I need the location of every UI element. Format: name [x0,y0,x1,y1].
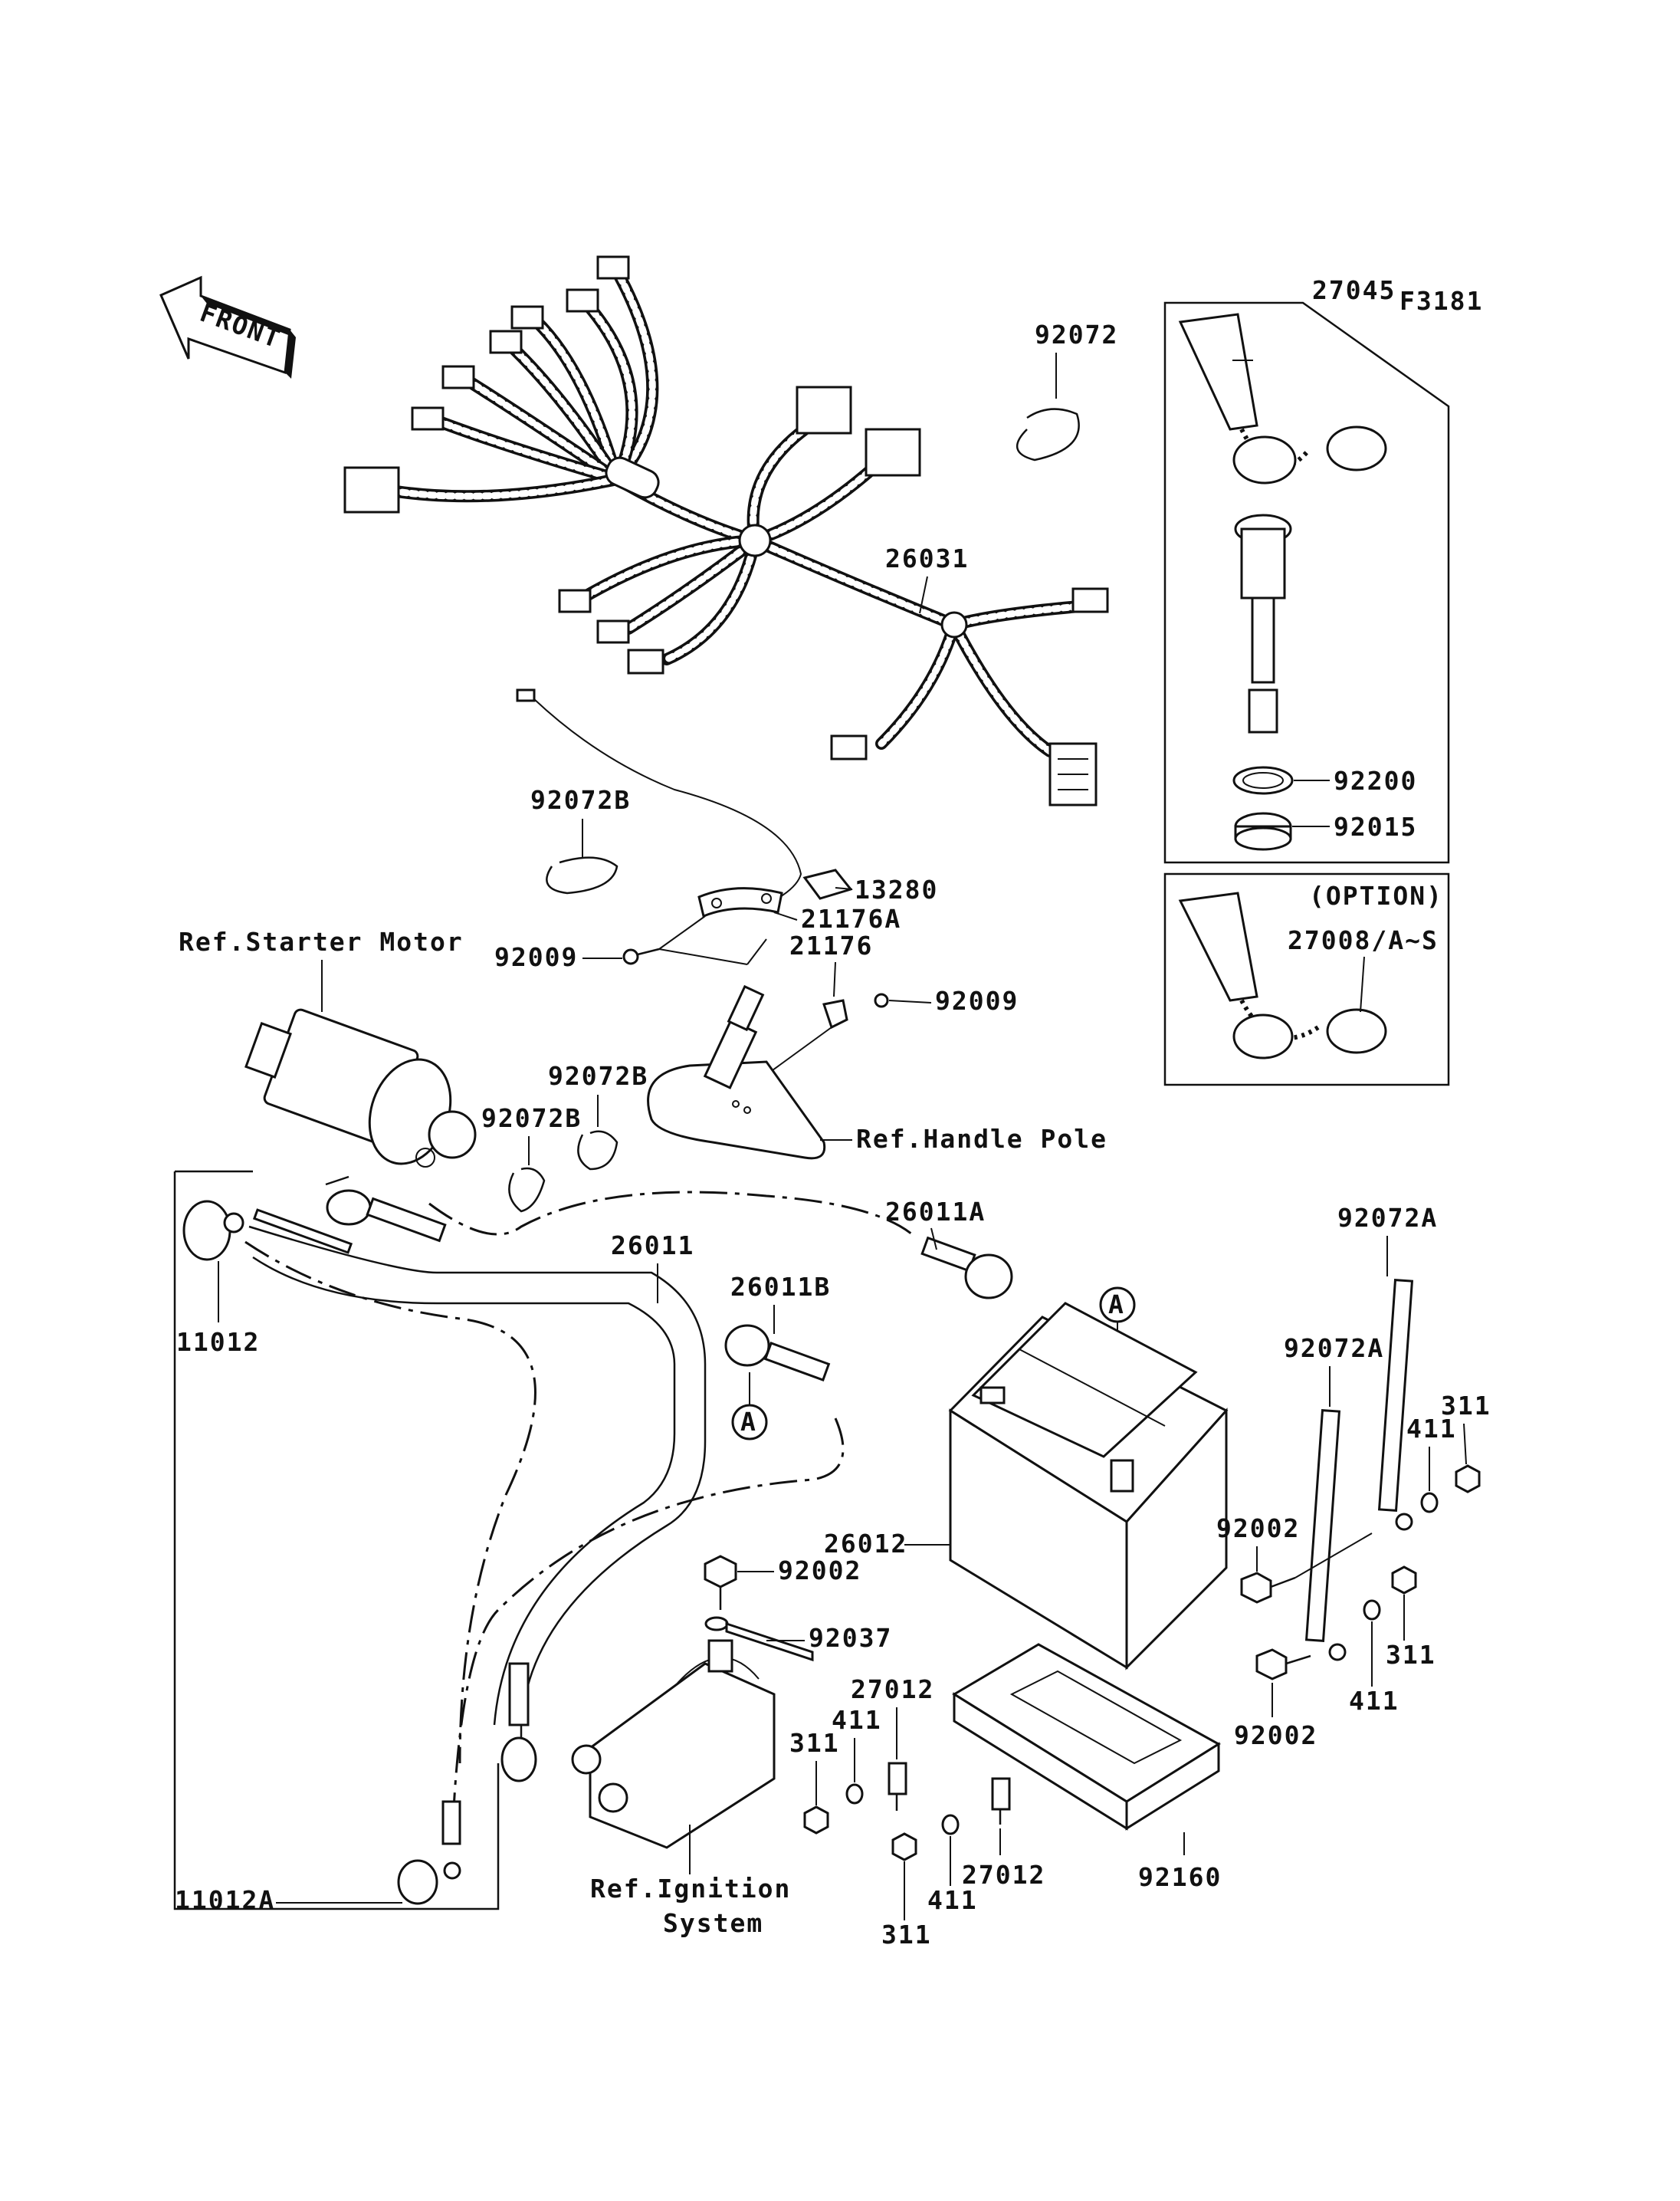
battery-cables [173,1170,1013,1910]
battery-tray [952,1643,1221,1831]
clamp-92072 [1016,408,1080,462]
nut-311-bottom-left [803,1805,829,1835]
ref-handle-pole: Ref.Handle Pole [856,1124,1107,1154]
callout-11012A: 11012A [175,1885,275,1915]
option-label: (OPTION) [1309,881,1443,911]
callout-92002-1: 92002 [1216,1513,1300,1543]
washer-411-bottom-left [845,1783,864,1805]
ref-ignition-line1: Ref.Ignition [590,1874,791,1904]
ref-starter-motor: Ref.Starter Motor [179,927,464,957]
washer-411-right-top [1420,1492,1439,1513]
starter-motor [244,1008,477,1186]
callout-92072B-3: 92072B [548,1061,648,1091]
callout-27008: 27008/A~S [1288,925,1439,955]
nut-311-bottom-right [891,1832,917,1861]
callout-26012: 26012 [824,1529,907,1559]
bolt-92002-right-2 [1255,1648,1311,1680]
callout-21176: 21176 [789,931,873,961]
callout-92037: 92037 [809,1623,892,1653]
callout-92002-2: 92002 [778,1555,861,1585]
callout-27012-1: 27012 [851,1674,934,1704]
ignition-box [571,1639,776,1849]
option-key-box [1163,872,1450,1086]
callout-92072A-1: 92072A [1337,1203,1438,1233]
clamp-92072B-middle [508,1167,546,1213]
callout-92002-3: 92002 [1234,1720,1317,1750]
callout-26011A: 26011A [885,1197,986,1227]
bolt-92009-left [622,948,660,965]
callout-92072B-2: 92072B [481,1103,582,1133]
callout-411-2: 411 [832,1705,882,1735]
callout-11012: 11012 [176,1327,260,1357]
callout-311-1: 311 [1441,1391,1491,1421]
callout-411-4: 411 [927,1885,978,1915]
main-wiring-harness [343,255,1109,806]
nut-311-right-top [1455,1464,1481,1493]
strap-92072A-left [1304,1408,1347,1661]
handle-pole [647,984,826,1160]
callout-92160: 92160 [1138,1862,1222,1892]
battery [948,1302,1229,1670]
label-13280 [802,869,853,900]
callout-27012-2: 27012 [962,1860,1045,1890]
callout-26011B: 26011B [730,1272,831,1302]
callout-92015: 92015 [1334,812,1417,842]
callout-92072: 92072 [1035,320,1118,350]
bracket-27012-upper [888,1762,907,1811]
ignition-switch-box [1163,301,1450,864]
callout-92072A-2: 92072A [1284,1333,1384,1363]
strap-92072A-right [1377,1278,1414,1531]
callout-13280: 13280 [855,875,938,905]
washer-411-right-mid [1363,1599,1381,1621]
callout-26011: 26011 [611,1230,694,1260]
bolt-92002-right-1 [1240,1572,1296,1604]
washer-411-bottom-right [941,1814,960,1835]
clamp-92072B-right [577,1130,619,1171]
callout-92072B-1: 92072B [530,785,631,815]
bolt-92002-center [704,1555,737,1610]
ground-lead-92037 [704,1616,814,1662]
bracket-27012-lower [991,1777,1011,1825]
callout-26031: 26031 [885,544,969,573]
callout-311-4: 311 [881,1920,932,1950]
clamp-92072B-upper [546,856,619,895]
callout-92009-2: 92009 [935,986,1019,1016]
bracket-21176 [822,993,889,1030]
callout-27045: 27045 [1312,275,1396,305]
front-arrow-icon: FRONT [159,275,296,379]
svg-text:A: A [740,1407,757,1437]
callout-92009-1: 92009 [494,942,578,972]
callout-411-1: 411 [1406,1414,1457,1444]
marker-a-left: A [731,1372,768,1441]
nut-311-right-mid [1391,1565,1417,1595]
callout-92200: 92200 [1334,766,1417,796]
callout-21176A: 21176A [801,904,901,934]
figure-code: F3181 [1399,286,1483,316]
callout-411-3: 411 [1349,1686,1399,1716]
bracket-21176A [697,887,783,918]
sensor-lead [516,688,802,905]
svg-text:A: A [1108,1289,1125,1319]
ref-ignition-line2: System [663,1908,763,1938]
callout-311-3: 311 [1386,1640,1436,1670]
callout-311-2: 311 [789,1728,840,1758]
